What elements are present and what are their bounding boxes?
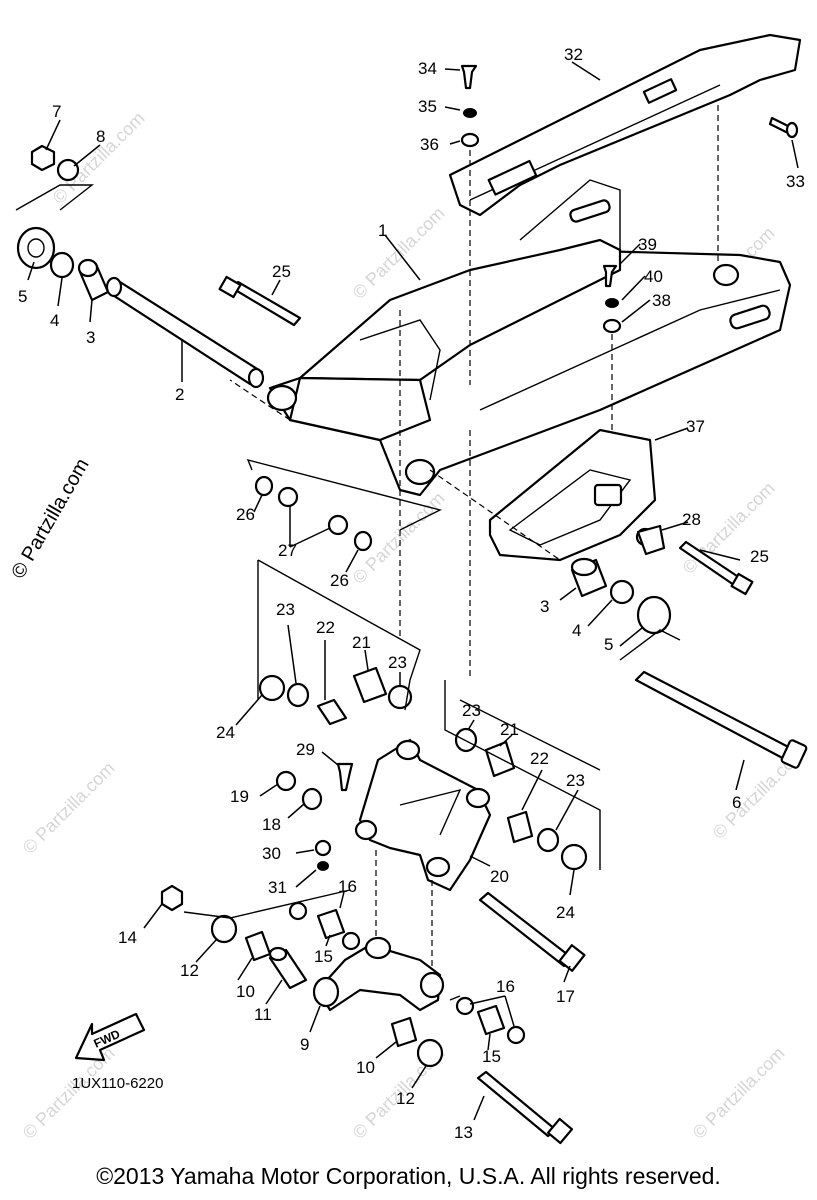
part-label: 26 — [236, 505, 255, 524]
part-label: 22 — [530, 749, 549, 768]
part-label: 3 — [540, 597, 549, 616]
part-label: 13 — [454, 1123, 473, 1142]
chain-guide-part-37 — [488, 428, 657, 562]
fwd-arrow-icon — [74, 1012, 146, 1062]
bolt-part-25-top — [218, 275, 302, 327]
part-label: 14 — [118, 928, 137, 947]
part-label: 3 — [86, 328, 95, 347]
bolt-part-25-right — [678, 540, 754, 596]
pivot-shaft-part-6 — [634, 670, 808, 769]
part-label: 18 — [262, 815, 281, 834]
part-label: 5 — [604, 635, 613, 654]
part-number-labels: 1 2 3 4 5 6 7 8 9 10 11 12 13 14 15 16 1… — [18, 45, 805, 1142]
part-label: 17 — [556, 987, 575, 1006]
right-hardware-group — [570, 557, 672, 635]
swingarm-part-1 — [266, 179, 792, 497]
part-label: 33 — [786, 172, 805, 191]
part-label: 1 — [378, 221, 387, 240]
part-label: 19 — [230, 787, 249, 806]
pivot-shaft-part-2 — [105, 276, 265, 389]
part-label: 12 — [396, 1089, 415, 1108]
part-label: 15 — [482, 1047, 501, 1066]
part-label: 38 — [652, 291, 671, 310]
part-label: 26 — [330, 571, 349, 590]
part-label: 2 — [175, 385, 184, 404]
part-label: 29 — [296, 740, 315, 759]
watermark: © Partzilla.com — [689, 1043, 789, 1143]
part-label: 25 — [272, 262, 291, 281]
side-watermark: © Partzilla.com — [7, 455, 93, 583]
bolt-part-17 — [478, 891, 586, 972]
part-label: 21 — [352, 633, 371, 652]
lower-washer-group — [160, 884, 526, 1068]
watermark: © Partzilla.com — [19, 758, 119, 858]
bearing-group — [258, 666, 588, 871]
small-hardware-group — [460, 64, 799, 334]
part-label: 11 — [254, 1005, 272, 1024]
part-label: 16 — [496, 977, 515, 996]
part-label: 23 — [388, 653, 407, 672]
part-label: 10 — [356, 1058, 375, 1077]
watermark: © Partzilla.com — [49, 108, 149, 208]
part-label: 30 — [262, 844, 281, 863]
part-label: 32 — [564, 45, 583, 64]
part-label: 5 — [18, 287, 27, 306]
part-label: 34 — [418, 59, 437, 78]
part-label: 6 — [732, 793, 741, 812]
part-label: 36 — [420, 135, 439, 154]
relay-arm-part-20 — [354, 738, 492, 892]
bolt-part-13 — [476, 1070, 574, 1145]
collar-group — [275, 762, 354, 871]
part-label: 31 — [268, 878, 287, 897]
left-hardware-group — [16, 144, 110, 302]
part-label: 23 — [276, 600, 295, 619]
part-label: 15 — [314, 947, 333, 966]
copyright-footer: ©2013 Yamaha Motor Corporation, U.S.A. A… — [96, 1163, 721, 1189]
part-label: 7 — [52, 102, 61, 121]
collar-part-11 — [268, 946, 308, 990]
drawing-code: 1UX110-6220 — [72, 1075, 163, 1092]
part-label: 24 — [556, 903, 575, 922]
part-label: 25 — [750, 547, 769, 566]
part-label: 4 — [50, 311, 59, 330]
part-label: 35 — [418, 97, 437, 116]
part-label: 27 — [278, 541, 297, 560]
part-label: 10 — [236, 982, 255, 1001]
leader-lines — [15, 61, 799, 1121]
chain-guard-part-32 — [448, 33, 802, 217]
part-label: 23 — [566, 771, 585, 790]
part-label: 9 — [300, 1035, 309, 1054]
part-label: 16 — [338, 877, 357, 896]
part-label: 23 — [462, 701, 481, 720]
part-label: 8 — [96, 127, 105, 146]
part-label: 40 — [644, 267, 663, 286]
part-label: 21 — [500, 720, 519, 739]
connecting-rod-part-9 — [312, 936, 445, 1012]
part-label: 4 — [572, 621, 581, 640]
clip-part-28 — [636, 524, 666, 556]
part-label: 22 — [316, 618, 335, 637]
part-label: 37 — [686, 417, 705, 436]
part-label: 28 — [682, 510, 701, 529]
part-label: 39 — [638, 235, 657, 254]
part-label: 20 — [490, 867, 509, 886]
part-label: 12 — [180, 961, 199, 980]
part-label: 24 — [216, 723, 235, 742]
